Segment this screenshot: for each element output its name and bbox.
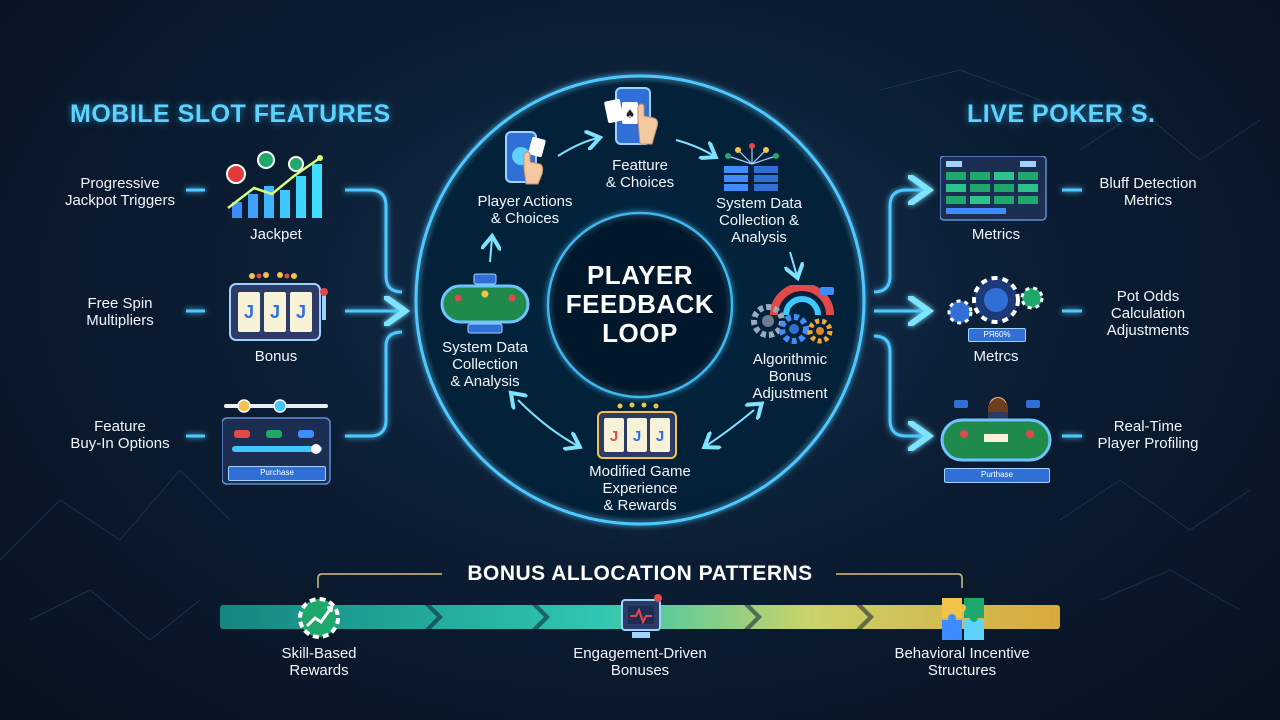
bonus-bracket-left [317, 573, 442, 588]
engagement-monitor-icon [618, 592, 664, 642]
svg-text:J: J [296, 302, 306, 322]
svg-text:♠: ♠ [625, 107, 636, 121]
loop-arrow-right-down [790, 251, 797, 276]
svg-text:J: J [244, 302, 254, 322]
puzzle-pieces-icon [940, 596, 986, 642]
loop-arrow-top-left [557, 138, 598, 157]
phone-touch-icon [500, 128, 552, 188]
slot-machine-icon: J J J Bonus [224, 272, 332, 366]
poker-table-icon: Purthase [940, 394, 1052, 486]
bar-chevron-2 [532, 605, 550, 629]
right-connector-1 [873, 190, 926, 294]
mini-poker-table-icon [438, 272, 532, 334]
pot-odds-badge: PЯ60% [968, 328, 1026, 342]
metrcs-caption: Metrcs [973, 348, 1019, 365]
feature-buy-icon: Purchase [221, 398, 332, 486]
svg-text:J: J [610, 428, 618, 445]
bonus-caption: Bonus [254, 348, 298, 365]
svg-text:J: J [656, 428, 664, 445]
bar-chevron-3 [744, 605, 762, 629]
left-connector-3 [345, 330, 403, 438]
svg-text:J: J [633, 428, 641, 445]
bonus-bracket-right [836, 573, 963, 588]
jackpot-caption: Jackpet [250, 226, 302, 243]
loop-arrow-top-right [675, 139, 714, 156]
metrics-caption: Metrics [971, 226, 1021, 243]
right-connector-3 [873, 334, 926, 436]
purchase-button: Purchase [228, 466, 326, 481]
bar-chevron-1 [425, 605, 443, 629]
right-heading: LIVE POKER S. [967, 100, 1156, 128]
poker-chips-icon: PЯ60% Metrcs [944, 276, 1048, 368]
svg-text:J: J [270, 302, 280, 322]
skill-chip-icon [297, 596, 341, 640]
node-player-actions: Player Actions& Choices [477, 193, 573, 227]
loop-arrow-bottom-left [518, 400, 578, 446]
loop-arrow-bottom-right [706, 410, 754, 446]
background-network [0, 69, 1261, 641]
metrics-table-icon: Metrics [939, 155, 1052, 244]
purthase-button: Purthase [944, 468, 1050, 483]
left-connector-1 [345, 188, 403, 294]
loop-arrow-left-up [490, 238, 492, 263]
gears-gauge-icon [750, 283, 836, 349]
loop-inner-ring [546, 211, 734, 399]
phone-cards-icon: ♠ [604, 86, 668, 152]
left-heading: MOBILE SLOT FEATURES [70, 100, 391, 128]
jackpot-chart-icon: Jackpet [220, 150, 332, 243]
loop-center-title: PLAYER FEEDBACK LOOP [565, 260, 715, 348]
server-stack-icon [718, 142, 786, 192]
node-feature-choices: Featture& Choices [605, 157, 675, 191]
bonus-allocation-title: BONUS ALLOCATION PATTERNS [467, 562, 813, 585]
bar-chevron-4 [856, 605, 874, 629]
slot-reels-icon: J J J [596, 402, 678, 460]
